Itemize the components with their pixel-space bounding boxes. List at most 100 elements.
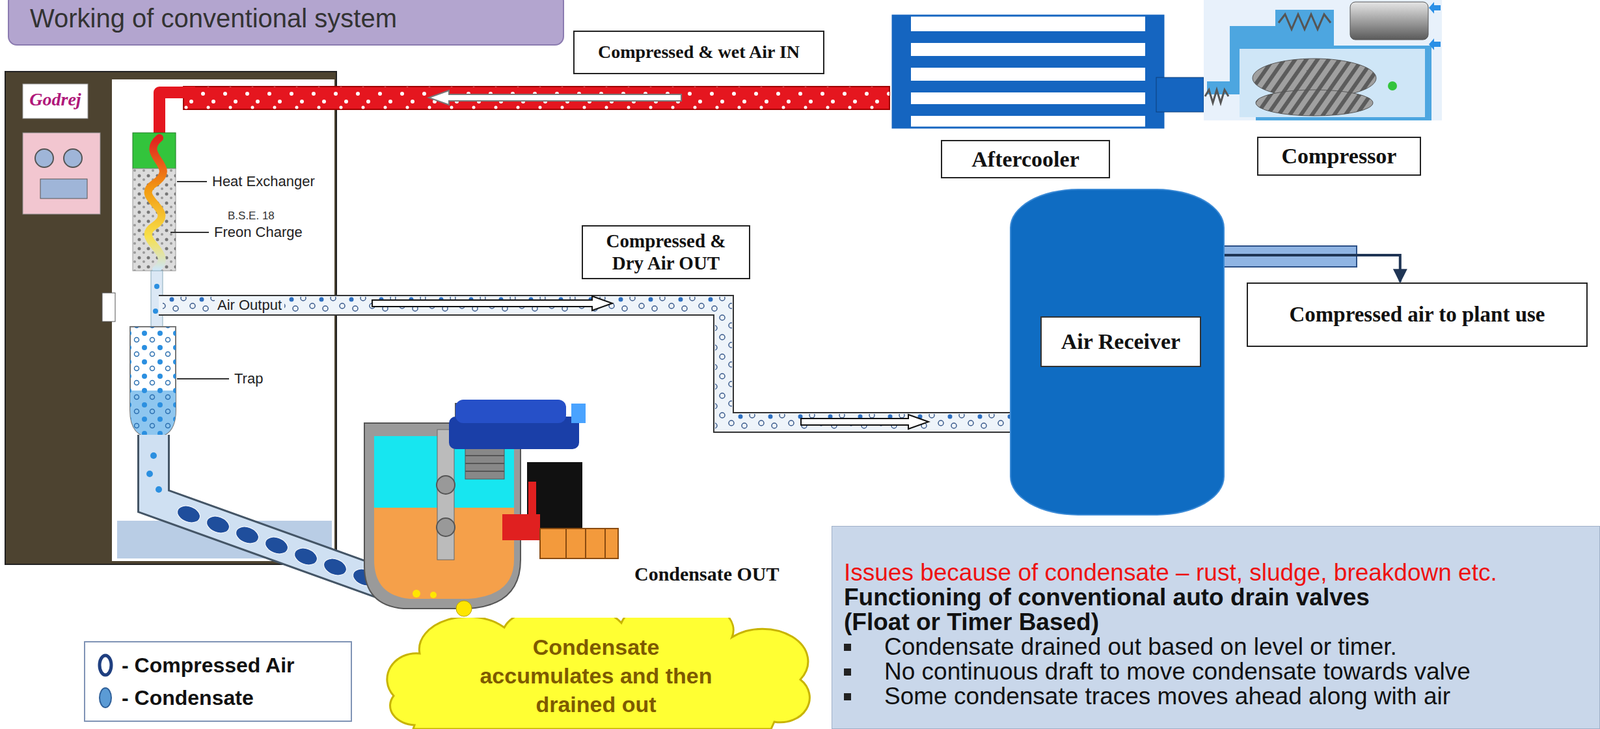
compressor-figure — [1387, 81, 1397, 91]
box-text: Compressed & Dry Air OUT — [599, 230, 733, 274]
flow-connector — [1224, 255, 1401, 282]
wet-air-pipe — [183, 86, 890, 110]
trap-bowl — [130, 326, 176, 438]
drain-pipe — [153, 434, 399, 589]
drain-pipe — [155, 486, 163, 493]
bullet-marker — [843, 692, 852, 701]
heat-exchanger — [148, 137, 164, 270]
compressor-figure — [1203, 0, 1442, 121]
leader-line — [176, 180, 207, 183]
dryer-cabinet — [22, 132, 101, 215]
leader-line — [170, 231, 209, 233]
legend-swatch — [99, 687, 112, 708]
drain-valve — [364, 399, 619, 617]
aftercooler-figure — [892, 15, 1164, 128]
cloud-text: Condensate accumulates and then drained … — [472, 632, 720, 719]
leader-line — [170, 181, 230, 379]
drain-pipe — [175, 502, 203, 526]
aftercooler-figure — [892, 15, 911, 128]
box-text: Compressor — [1281, 143, 1397, 169]
cloud-outline — [387, 617, 810, 729]
drain-pipe — [204, 513, 232, 537]
compressor-figure — [1239, 48, 1425, 118]
slide-title: Working of conventional system — [29, 2, 563, 34]
dry-air-pipe — [158, 296, 1013, 429]
drain-valve — [465, 454, 505, 457]
label-box: Compressed air to plant use — [1246, 282, 1588, 347]
compressor-figure — [1350, 1, 1429, 40]
air-receiver-tank: Air Receiver — [1009, 188, 1225, 516]
panel-heading: (Float or Timer Based) — [843, 609, 1593, 635]
wet-air-pipe — [428, 90, 682, 105]
compressor-figure — [1428, 38, 1441, 51]
wet-air-pipe — [159, 86, 890, 138]
aftercooler-figure — [910, 55, 1146, 68]
compressor-figure — [1278, 14, 1331, 30]
bullet-text: Condensate drained out based on level or… — [884, 634, 1397, 660]
drain-valve — [436, 475, 455, 494]
trap-bowl — [130, 326, 176, 438]
outlet-label: Condensate OUT — [634, 562, 780, 586]
dry-air-pipe — [158, 305, 1013, 423]
heat-exchanger — [154, 283, 160, 289]
issue-heading: Issues because of condensate – rust, slu… — [843, 560, 1593, 585]
aftercooler-figure — [910, 80, 1146, 93]
part-name: Air Output — [214, 296, 285, 314]
drain-valve — [465, 470, 505, 472]
bullet-text: No continuous draft to move condensate t… — [884, 659, 1471, 684]
bullet-text: Some condensate traces moves ahead along… — [884, 683, 1451, 709]
legend-text: - Condensate — [121, 685, 254, 710]
legend-box: - Compressed Air - Condensate — [83, 640, 353, 722]
legend-text: - Compressed Air — [121, 652, 295, 678]
aftercooler-figure — [910, 104, 1146, 116]
legend-row: - Condensate — [95, 681, 351, 714]
label-box: Compressed & wet Air IN — [573, 30, 825, 75]
drain-valve — [456, 600, 472, 617]
label-box: Aftercooler — [940, 139, 1111, 179]
dryer-cabinet — [22, 83, 88, 119]
drain-pipe — [233, 523, 261, 547]
dryer-cabinet — [63, 149, 82, 168]
leader-line — [176, 378, 230, 380]
drain-pipe — [146, 434, 399, 589]
dryer-cabinet — [102, 292, 116, 322]
box-text: Aftercooler — [971, 146, 1079, 172]
dry-air-pipe — [372, 296, 613, 311]
legend-swatch — [99, 655, 112, 675]
dry-air-pipe — [158, 305, 1013, 423]
drain-pipe — [292, 545, 320, 569]
drain-pipe — [262, 534, 291, 557]
trap-bowl — [130, 326, 176, 438]
drain-valve — [412, 589, 421, 598]
drain-valve — [437, 429, 455, 560]
label-box: Compressor — [1257, 136, 1422, 176]
bullet-row: Condensate drained out based on level or… — [843, 634, 1593, 660]
box-text: Compressed & wet Air IN — [597, 41, 800, 63]
dry-air-pipe — [800, 414, 929, 429]
dryer-cabinet — [40, 178, 88, 199]
drain-valve — [465, 447, 505, 479]
drain-valve — [528, 481, 537, 515]
dryer-cabinet — [35, 149, 54, 168]
model-number: B.S.E. 18 — [227, 209, 275, 223]
aftercooler-figure — [1156, 77, 1204, 112]
bullet-marker — [843, 643, 852, 651]
drain-valve — [465, 462, 505, 464]
legend-symbol — [95, 651, 116, 678]
drain-valve — [565, 528, 567, 559]
dry-air-pipe — [162, 305, 1013, 423]
wet-air-pipe — [183, 86, 890, 110]
drain-valve — [540, 528, 619, 559]
tank-label: Air Receiver — [1040, 316, 1202, 367]
box-text: Compressed air to plant use — [1289, 302, 1546, 328]
compressor-figure — [1205, 89, 1229, 103]
part-name: Heat Exchanger — [212, 173, 315, 190]
drain-valve — [571, 403, 586, 423]
drain-pipe — [153, 434, 399, 589]
label-box: Compressed & Dry Air OUT — [581, 225, 751, 280]
legend-symbol — [95, 684, 116, 711]
drain-valve — [584, 528, 587, 559]
part-name: Freon Charge — [214, 223, 303, 241]
bullet-row: Some condensate traces moves ahead along… — [843, 683, 1593, 709]
